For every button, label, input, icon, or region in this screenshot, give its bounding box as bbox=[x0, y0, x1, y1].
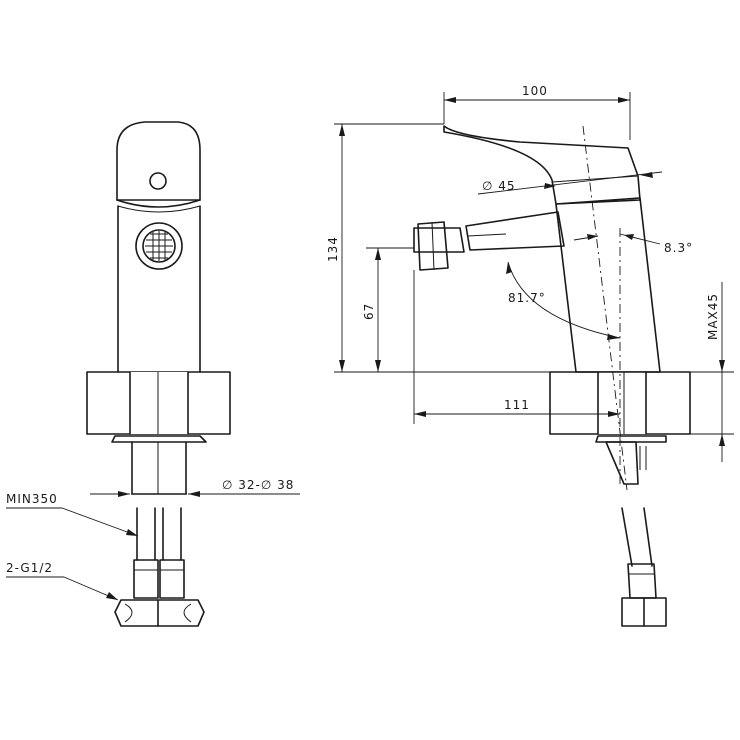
thread-label: 2-G1/2 bbox=[6, 561, 53, 575]
width-top-label: 100 bbox=[522, 84, 548, 98]
spout-reach-label: 111 bbox=[504, 398, 530, 412]
side-lever-handle bbox=[443, 125, 641, 205]
hose-length-label: MIN350 bbox=[6, 492, 58, 506]
spout-height-label: 67 bbox=[362, 303, 376, 320]
side-hex-nut-icon bbox=[621, 597, 667, 627]
side-view bbox=[413, 125, 691, 627]
front-dimensions: ∅ 32-∅ 38 MIN350 2-G1/2 bbox=[6, 478, 300, 601]
height-total-label: 134 bbox=[326, 236, 340, 262]
tap-diameter-label: ∅ 45 bbox=[482, 179, 516, 193]
spout-angle-label: 8.3° bbox=[664, 241, 693, 255]
front-view bbox=[86, 121, 231, 627]
front-lever-handle bbox=[116, 121, 201, 201]
swivel-nozzle bbox=[413, 227, 465, 253]
lever-screw-icon bbox=[149, 172, 167, 190]
hex-nut-icon bbox=[114, 599, 205, 627]
aerator-mesh-icon bbox=[145, 231, 173, 261]
front-body bbox=[117, 205, 201, 373]
side-spout-arm bbox=[465, 211, 565, 251]
side-body bbox=[555, 197, 661, 373]
hole-diameter-label: ∅ 32-∅ 38 bbox=[222, 478, 294, 492]
counter-max-label: MAX45 bbox=[706, 293, 720, 340]
swivel-angle-label: 81.7° bbox=[508, 291, 546, 305]
side-dimensions: 100 134 67 111 MAX45 ∅ 45 bbox=[326, 84, 734, 462]
aerator-outer bbox=[135, 222, 183, 270]
aerator-inner bbox=[142, 229, 176, 263]
front-mount-plate bbox=[111, 435, 207, 443]
